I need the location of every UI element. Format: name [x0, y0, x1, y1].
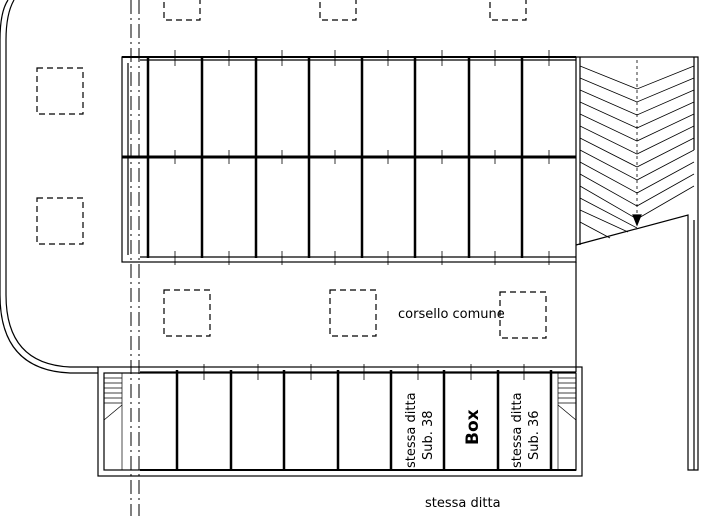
ramp: [575, 56, 699, 471]
rail-ticks: [174, 50, 550, 265]
box-36-line1: stessa ditta: [510, 392, 525, 468]
lower-stall-dividers: [175, 370, 553, 470]
lower-block: [97, 366, 583, 477]
inner-boundary-curve: [5, 0, 98, 368]
upper-block: [121, 56, 577, 263]
axis-lines: [130, 0, 140, 516]
stair-right: [557, 372, 577, 471]
pillar-markers: [36, 0, 547, 339]
upper-stall-dividers: [146, 58, 524, 258]
corridor-label: corsello comune: [398, 307, 505, 322]
box-38-line1: stessa ditta: [404, 392, 419, 468]
box-38-line2: Sub. 38: [421, 410, 436, 460]
outer-boundary-curve: [0, 0, 98, 374]
box-36-line2: Sub. 36: [527, 410, 542, 460]
stair-left: [103, 372, 123, 471]
box-main-label: Box: [463, 409, 483, 445]
same-owner-bottom-label: stessa ditta: [425, 496, 501, 511]
